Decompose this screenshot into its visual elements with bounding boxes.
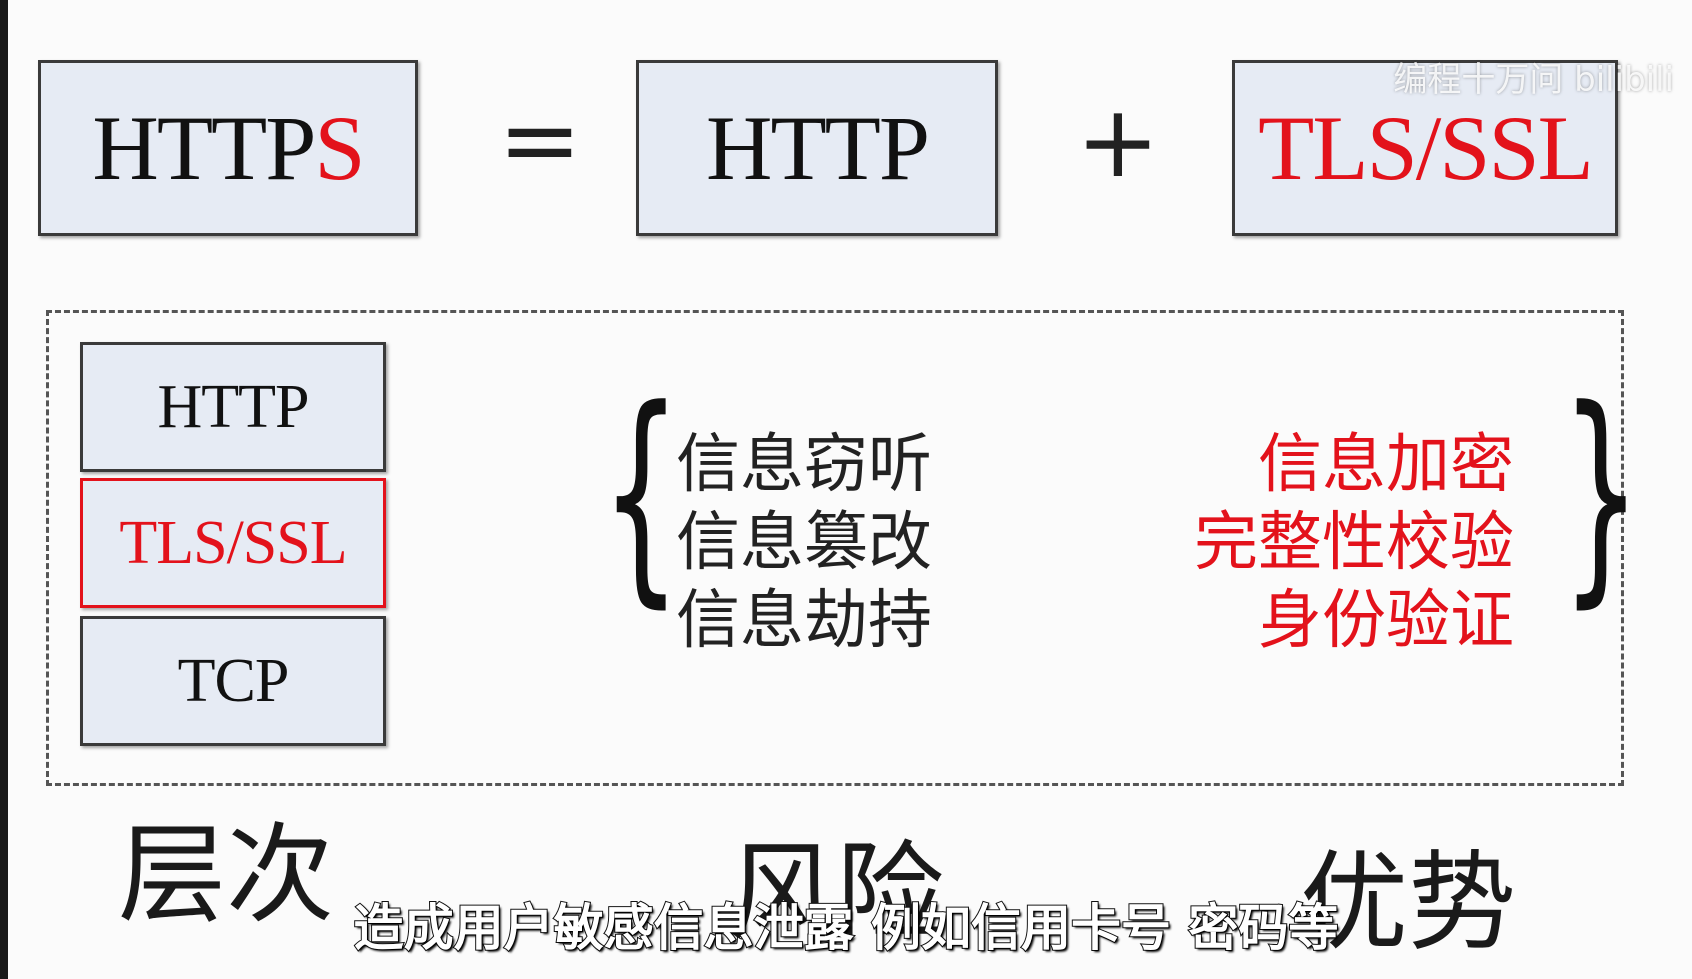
- advantage-item: 信息加密: [1258, 428, 1514, 502]
- risk-item: 信息窃听: [676, 428, 932, 502]
- http-box: HTTP: [636, 60, 998, 236]
- tls-ssl-text: TLS/SSL: [1258, 97, 1594, 199]
- advantage-item: 完整性校验: [1194, 506, 1514, 580]
- layer-tcp: TCP: [80, 616, 386, 746]
- layer-tls-ssl: TLS/SSL: [80, 478, 386, 608]
- https-prefix-text: HTTP: [92, 97, 316, 199]
- layer-http-label: HTTP: [157, 372, 310, 441]
- advantage-list: 信息加密 完整性校验 身份验证: [1168, 426, 1514, 660]
- dashed-container: [46, 310, 1624, 786]
- section-label-risks: 风险: [728, 831, 945, 956]
- risk-item: 信息篡改: [676, 506, 932, 580]
- plus-sign: +: [1076, 83, 1160, 200]
- right-brace: }: [1560, 361, 1642, 628]
- section-label-layers: 层次: [118, 813, 335, 938]
- layer-http: HTTP: [80, 342, 386, 472]
- advantage-item: 身份验证: [1258, 584, 1514, 658]
- layer-tcp-label: TCP: [177, 646, 290, 715]
- left-brace: {: [600, 361, 682, 628]
- https-suffix-text: S: [314, 97, 365, 199]
- risk-list: 信息窃听 信息篡改 信息劫持: [676, 426, 932, 660]
- layer-tls-ssl-label: TLS/SSL: [119, 508, 347, 577]
- tls-ssl-box: TLS/SSL: [1232, 60, 1618, 236]
- video-subtitle: 造成用户敏感信息泄露 例如信用卡号 密码等: [353, 898, 1340, 958]
- http-text: HTTP: [706, 97, 930, 199]
- equals-sign: =: [498, 81, 582, 198]
- watermark-logo: 编程十万问 bilibili: [1393, 60, 1674, 100]
- risk-item: 信息劫持: [676, 584, 932, 658]
- section-label-advantages: 优势: [1300, 841, 1517, 966]
